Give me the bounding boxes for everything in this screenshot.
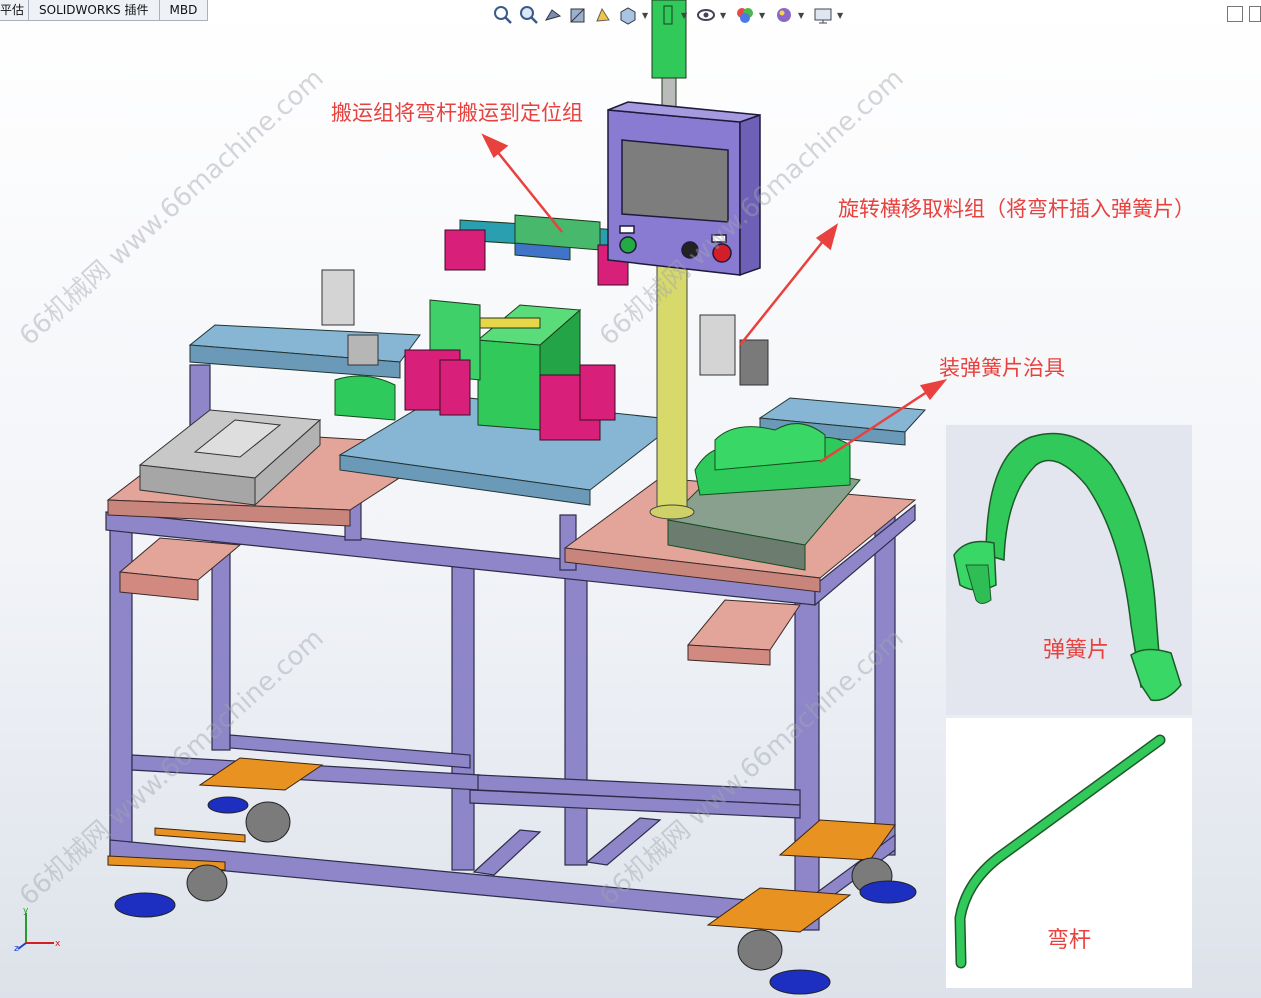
triad-z-label: z bbox=[14, 944, 19, 951]
spring-inset bbox=[946, 425, 1192, 715]
view-settings-icon[interactable] bbox=[812, 4, 834, 26]
chevron-down-icon[interactable]: ▼ bbox=[837, 10, 844, 20]
apply-scene-icon[interactable] bbox=[773, 4, 795, 26]
restore-window-icon[interactable] bbox=[1227, 6, 1243, 22]
command-tabs: 平估 SOLIDWORKS 插件 MBD bbox=[0, 0, 209, 21]
callout-arrows bbox=[481, 133, 948, 464]
window-control-icon[interactable] bbox=[1249, 6, 1261, 22]
callout-spring-fixture: 装弹簧片治具 bbox=[939, 356, 1065, 380]
zoom-fit-icon[interactable] bbox=[492, 4, 514, 26]
tab-solidworks-addins[interactable]: SOLIDWORKS 插件 bbox=[28, 0, 160, 21]
rod-inset bbox=[946, 718, 1192, 988]
tab-mbd[interactable]: MBD bbox=[158, 0, 209, 21]
rod-label: 弯杆 bbox=[1047, 928, 1092, 953]
caster-pads bbox=[107, 757, 896, 933]
casters bbox=[114, 796, 917, 995]
callout-rotate-transfer: 旋转横移取料组（将弯杆插入弹簧片） bbox=[838, 197, 1195, 221]
chevron-down-icon[interactable]: ▼ bbox=[681, 10, 688, 20]
display-style-icon[interactable] bbox=[656, 4, 678, 26]
edit-appearance-icon[interactable] bbox=[734, 4, 756, 26]
hide-show-icon[interactable] bbox=[695, 4, 717, 26]
chevron-down-icon[interactable]: ▼ bbox=[642, 10, 649, 20]
left-tray bbox=[138, 409, 322, 507]
grey-cylinders bbox=[321, 269, 769, 386]
view-orientation-icon[interactable] bbox=[617, 4, 639, 26]
chevron-down-icon[interactable]: ▼ bbox=[798, 10, 805, 20]
callout-transport: 搬运组将弯杆搬运到定位组 bbox=[331, 101, 583, 125]
heads-up-toolbar: ▼ ▼ ▼ ▼ ▼ ▼ bbox=[492, 2, 851, 28]
zoom-area-icon[interactable] bbox=[517, 4, 539, 26]
triad-y-label: y bbox=[23, 906, 29, 916]
spring-label: 弹簧片 bbox=[1043, 638, 1110, 663]
dynamic-annotation-icon[interactable] bbox=[592, 4, 614, 26]
tab-evaluate[interactable]: 平估 bbox=[0, 0, 30, 21]
center-assembly bbox=[429, 214, 621, 432]
chevron-down-icon[interactable]: ▼ bbox=[759, 10, 766, 20]
chevron-down-icon[interactable]: ▼ bbox=[720, 10, 727, 20]
magenta-parts bbox=[404, 229, 751, 551]
control-panel bbox=[607, 101, 761, 277]
previous-view-icon[interactable] bbox=[542, 4, 564, 26]
lower-plates bbox=[118, 537, 801, 666]
triad-x-label: x bbox=[55, 939, 61, 949]
coordinate-triad: y x z bbox=[14, 906, 61, 951]
spring-fixture bbox=[334, 375, 861, 571]
section-view-icon[interactable] bbox=[567, 4, 589, 26]
